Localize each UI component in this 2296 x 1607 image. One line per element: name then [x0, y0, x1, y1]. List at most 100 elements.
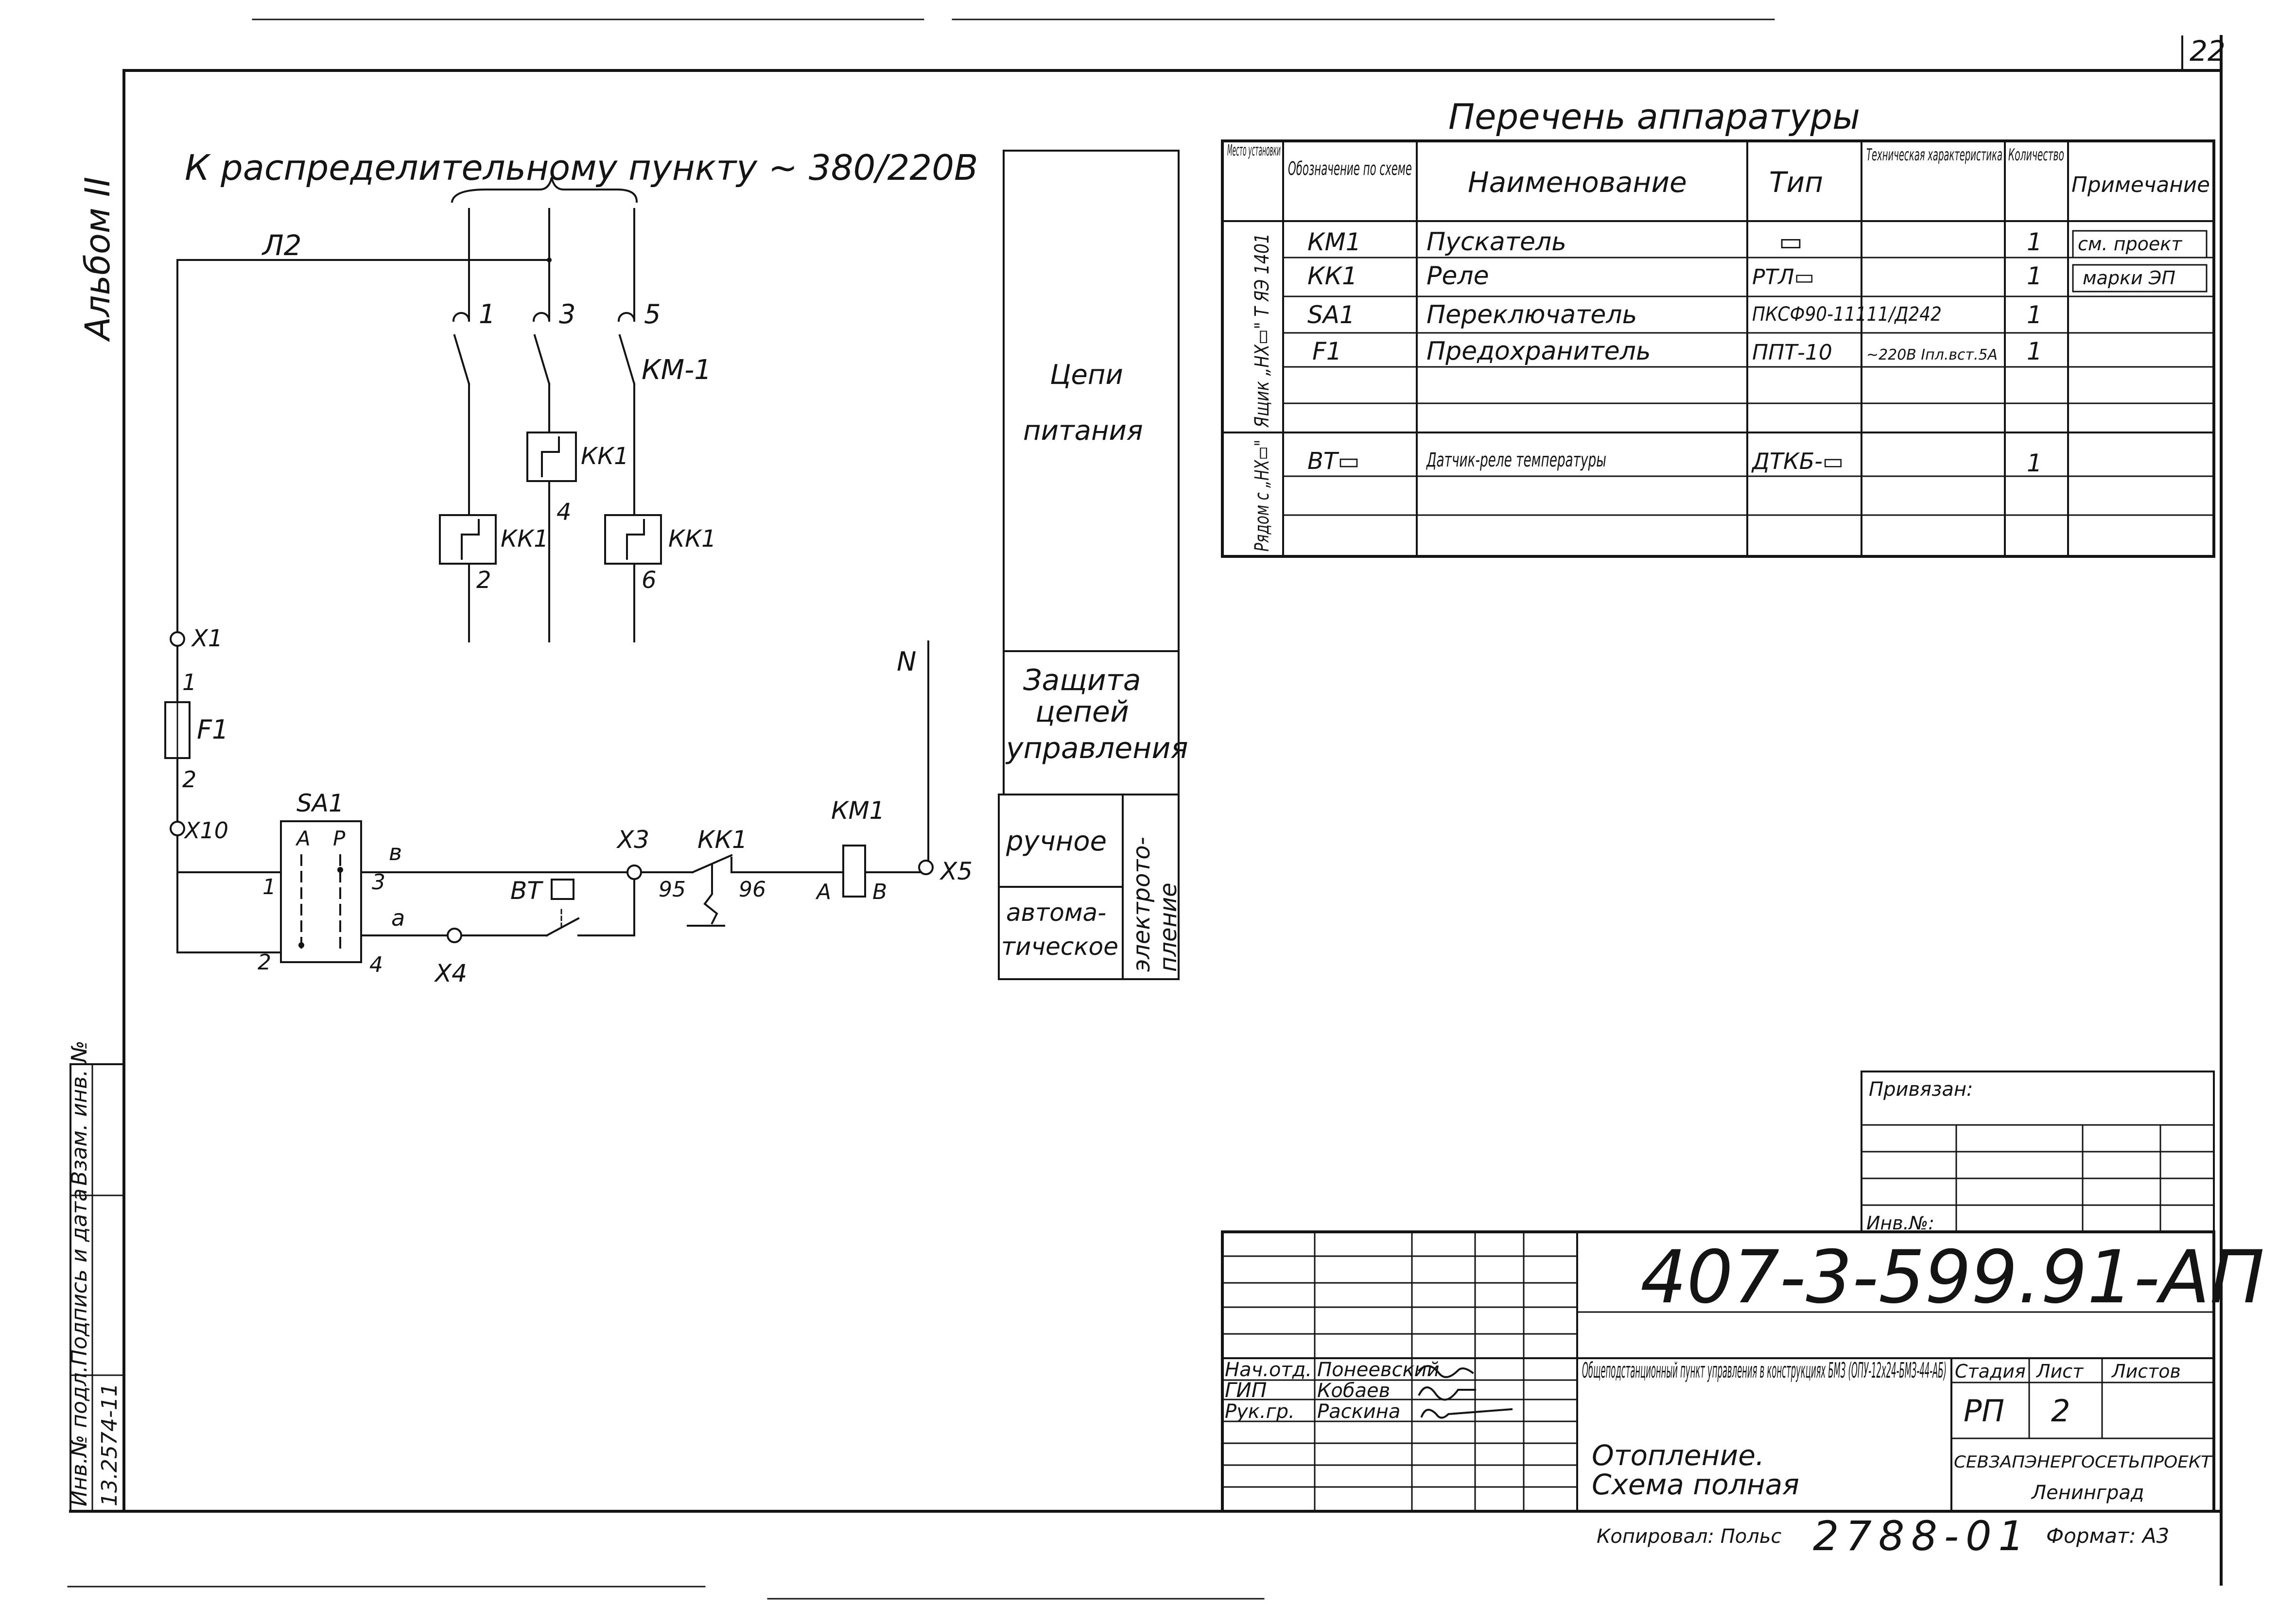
copied-by: Копировал: Польс	[1597, 1525, 1781, 1548]
zone-manual: ручное	[1006, 826, 1107, 857]
relay-label-1: КК1	[501, 525, 549, 553]
attached-label: Привязан:	[1869, 1078, 1973, 1101]
zone-heating-line1: электрото-	[1128, 837, 1155, 972]
coil-pin-b: В	[872, 880, 887, 904]
zone-protection-line3: управления	[1005, 731, 1188, 765]
wire-number-6: 6	[642, 567, 657, 594]
row4-designation: F1	[1312, 337, 1342, 365]
row3-type: ПКСФ90-11111/Д242	[1752, 303, 1942, 326]
stage-header: Стадия	[1955, 1361, 2026, 1382]
fuse-label: F1	[197, 714, 228, 745]
zone-heating-line2: пление	[1155, 882, 1182, 972]
equipment-list-title: Перечень аппаратуры	[1448, 96, 1860, 137]
row1-designation: КМ1	[1307, 228, 1361, 256]
stage-value: РП	[1964, 1393, 2004, 1429]
sheet-number: 22	[2190, 35, 2226, 68]
terminal-x4-label: X4	[434, 959, 467, 987]
coil-pin-a: А	[815, 880, 831, 904]
terminal-x1-label: X1	[191, 625, 223, 652]
row4-qty: 1	[2027, 337, 2042, 365]
sheet-title-line2: Схема полная	[1592, 1468, 1799, 1501]
row2-name: Реле	[1426, 261, 1489, 291]
row1-type: ▭	[1779, 227, 1803, 257]
relay-label-3: КК1	[668, 525, 716, 553]
coil-label: КМ1	[831, 796, 885, 825]
wire-v-label: в	[389, 839, 402, 865]
location-group-2: Рядом с „НХ▭"	[1251, 440, 1273, 552]
supply-brace	[451, 177, 638, 203]
terminal-x10-label: X10	[184, 817, 228, 844]
row4-spec: ~220В Iпл.вст.5А	[1866, 346, 1998, 363]
switch-pin-2: 2	[258, 950, 271, 975]
header-note: Примечание	[2071, 173, 2210, 197]
row4-name: Предохранитель	[1426, 337, 1651, 366]
contact-1-label: 1	[479, 299, 495, 329]
zone-protection-line1: Защита	[1023, 663, 1141, 697]
relay-label-2: КК1	[581, 443, 629, 470]
wire-2-label: 2	[182, 766, 196, 793]
schematic-header: К распределительному пункту ~ 380/220В	[185, 147, 978, 188]
row5-type: ДТКБ-▭	[1751, 448, 1844, 474]
sheet-header: Лист	[2035, 1361, 2084, 1382]
signature-1	[1418, 1365, 1474, 1378]
kk1-contact	[691, 854, 733, 874]
row3-name: Переключатель	[1426, 300, 1637, 329]
zone-power-line1: Цепи	[1050, 359, 1123, 391]
row2-type: РТЛ▭	[1752, 265, 1814, 290]
album-label: Альбом II	[78, 177, 118, 342]
row3-designation: SA1	[1307, 301, 1355, 329]
wire-1-label: 1	[182, 669, 196, 695]
sheets-header: Листов	[2111, 1361, 2181, 1382]
switch-dot-p	[337, 867, 343, 873]
switch-pos-p: Р	[333, 827, 346, 850]
switch-pin-4: 4	[369, 952, 383, 977]
location-group-1: Ящик „НХ▭" Т ЯЭ 1401	[1251, 233, 1273, 428]
side-stamp-inv-value: 13.2574-11	[97, 1383, 122, 1506]
terminal-x5-label: X5	[939, 857, 973, 885]
header-designation: Обозначение по схеме	[1288, 158, 1412, 179]
drawing-code: 407-3-599.91-АП	[1640, 1235, 2264, 1320]
switch-label: SA1	[296, 789, 344, 817]
switch-pin-1: 1	[262, 875, 276, 899]
role-3-name: Раскина	[1317, 1400, 1400, 1423]
kk1-pin-95: 95	[659, 877, 686, 902]
terminal-x3-label: X3	[616, 826, 649, 854]
switch-dot-a	[298, 942, 304, 948]
terminal-x10	[170, 821, 185, 836]
row5-qty: 1	[2027, 449, 2042, 477]
organization: СЕВЗАПЭНЕРГОСЕТЬПРОЕКТ	[1954, 1452, 2212, 1472]
organization-city: Ленинград	[2031, 1482, 2144, 1504]
row4-type: ППТ-10	[1752, 340, 1832, 365]
side-stamp-orig-label: Инв.№ подл.	[67, 1365, 92, 1506]
format: Формат: А3	[2046, 1524, 2169, 1548]
row1-note: см. проект	[2078, 233, 2183, 255]
header-location: Место установки	[1227, 141, 1281, 159]
terminal-x5	[918, 860, 934, 875]
row2-qty: 1	[2027, 262, 2042, 290]
row5-designation: ВТ▭	[1307, 448, 1360, 475]
wire-number-4: 4	[557, 499, 572, 526]
line-l2-label: Л2	[261, 229, 302, 262]
contactor-label: КМ-1	[642, 354, 712, 386]
kk1-pin-96: 96	[739, 877, 766, 902]
junction-dot	[547, 258, 552, 262]
header-name: Наименование	[1468, 166, 1687, 199]
row3-qty: 1	[2027, 301, 2042, 329]
wire-number-2: 2	[476, 567, 491, 594]
zone-power-line2: питания	[1023, 415, 1143, 447]
phase-line-1	[439, 208, 497, 642]
zone-automatic-line2: тическое	[1001, 933, 1118, 961]
zone-automatic-line1: автома-	[1006, 899, 1106, 927]
header-spec: Техническая характеристика	[1866, 145, 2002, 165]
terminal-x3	[626, 864, 642, 880]
sheet-value: 2	[2051, 1393, 2070, 1429]
coil-km1	[842, 845, 866, 898]
role-1: Нач.отд.	[1225, 1359, 1312, 1381]
sensor-box	[551, 879, 574, 900]
role-2: ГИП	[1225, 1378, 1267, 1402]
row1-qty: 1	[2027, 228, 2042, 256]
kk1-reset	[703, 864, 718, 925]
equipment-table-grid	[1221, 139, 2215, 558]
role-2-name: Кобаев	[1317, 1380, 1390, 1402]
